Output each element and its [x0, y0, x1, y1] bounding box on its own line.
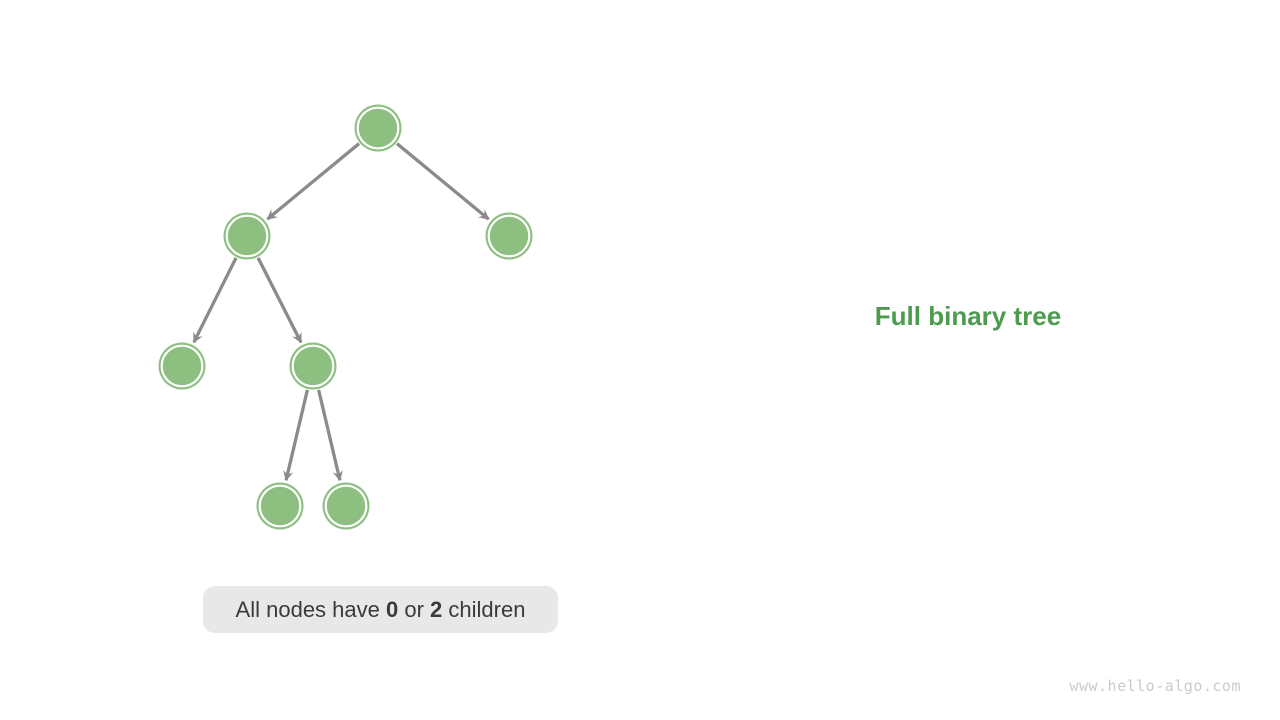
tree-edges — [192, 142, 490, 482]
tree-node — [322, 482, 370, 530]
tree-nodes — [158, 104, 533, 530]
tree-node — [354, 104, 402, 152]
tree-node — [256, 482, 304, 530]
watermark: www.hello-algo.com — [1069, 677, 1241, 695]
tree-edge — [317, 389, 343, 482]
tree-edge — [395, 142, 490, 221]
tree-node — [485, 212, 533, 260]
caption-text: children — [442, 596, 526, 622]
tree-node — [289, 342, 337, 390]
caption-text: or — [398, 596, 431, 622]
caption-text: 2 — [430, 596, 443, 622]
tree-edge — [283, 389, 309, 482]
tree-edge — [266, 142, 361, 221]
diagram-title: Full binary tree — [874, 301, 1062, 331]
caption-text: All nodes have — [235, 596, 386, 622]
tree-node — [223, 212, 271, 260]
tree-edge — [256, 257, 303, 344]
tree-node — [158, 342, 206, 390]
caption-box: All nodes have 0 or 2 children — [203, 586, 558, 633]
caption-text: 0 — [385, 596, 399, 622]
tree-edge — [192, 257, 238, 344]
